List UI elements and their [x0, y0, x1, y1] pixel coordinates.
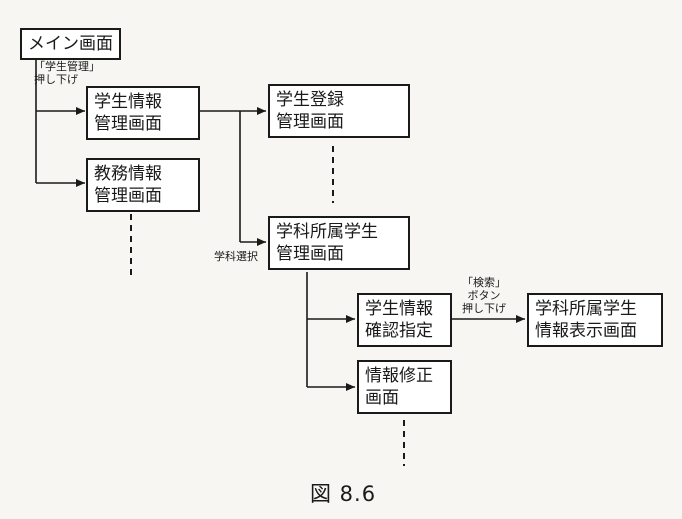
screen-dept-student-mgmt: 学科所属学生 管理画面	[268, 216, 410, 270]
edge-label-search-press: 「検索」 ボタン 押し下げ	[462, 276, 506, 315]
screen-student-confirm-spec: 学生情報 確認指定	[357, 293, 452, 347]
screen-dept-student-display-line2: 情報表示画面	[535, 321, 637, 341]
edge-label-select-dept-text: 学科選択	[214, 250, 258, 263]
screen-info-edit-line1: 情報修正	[365, 366, 433, 386]
edge-label-search-line1: 「検索」	[462, 276, 506, 289]
edge-label-search-line3: 押し下げ	[462, 302, 506, 315]
screen-student-registration: 学生登録 管理画面	[268, 84, 410, 138]
screen-info-edit: 情報修正 画面	[357, 360, 452, 414]
screen-student-confirm-spec-line2: 確認指定	[365, 321, 433, 341]
screen-student-registration-line1: 学生登録	[276, 90, 344, 110]
screen-student-info-mgmt: 学生情報 管理画面	[86, 86, 200, 140]
screen-dept-student-display-line1: 学科所属学生	[535, 299, 637, 319]
screen-main-label: メイン画面	[28, 34, 113, 54]
screen-academic-info-mgmt-line2: 管理画面	[94, 186, 162, 206]
screen-dept-student-display: 学科所属学生 情報表示画面	[527, 293, 663, 347]
screen-main: メイン画面	[20, 28, 121, 60]
edge-label-select-dept: 学科選択	[214, 250, 258, 263]
screen-student-info-mgmt-line2: 管理画面	[94, 114, 162, 134]
screen-academic-info-mgmt: 教務情報 管理画面	[86, 158, 200, 212]
edge-label-student-mgmt-line2: 押し下げ	[34, 73, 78, 86]
screen-academic-info-mgmt-line1: 教務情報	[94, 164, 162, 184]
screen-dept-student-mgmt-line1: 学科所属学生	[276, 222, 378, 242]
figure-caption: 図 8.6	[310, 482, 377, 506]
screen-student-info-mgmt-line1: 学生情報	[94, 92, 162, 112]
screen-student-confirm-spec-line1: 学生情報	[365, 299, 433, 319]
screen-info-edit-line2: 画面	[365, 388, 399, 408]
edge-label-search-line2: ボタン	[467, 289, 501, 302]
edge-label-student-mgmt-line1: 「学生管理」	[34, 60, 100, 73]
edge-label-student-mgmt-press: 「学生管理」 押し下げ	[34, 60, 100, 86]
screen-dept-student-mgmt-line2: 管理画面	[276, 244, 344, 264]
screen-student-registration-line2: 管理画面	[276, 112, 344, 132]
